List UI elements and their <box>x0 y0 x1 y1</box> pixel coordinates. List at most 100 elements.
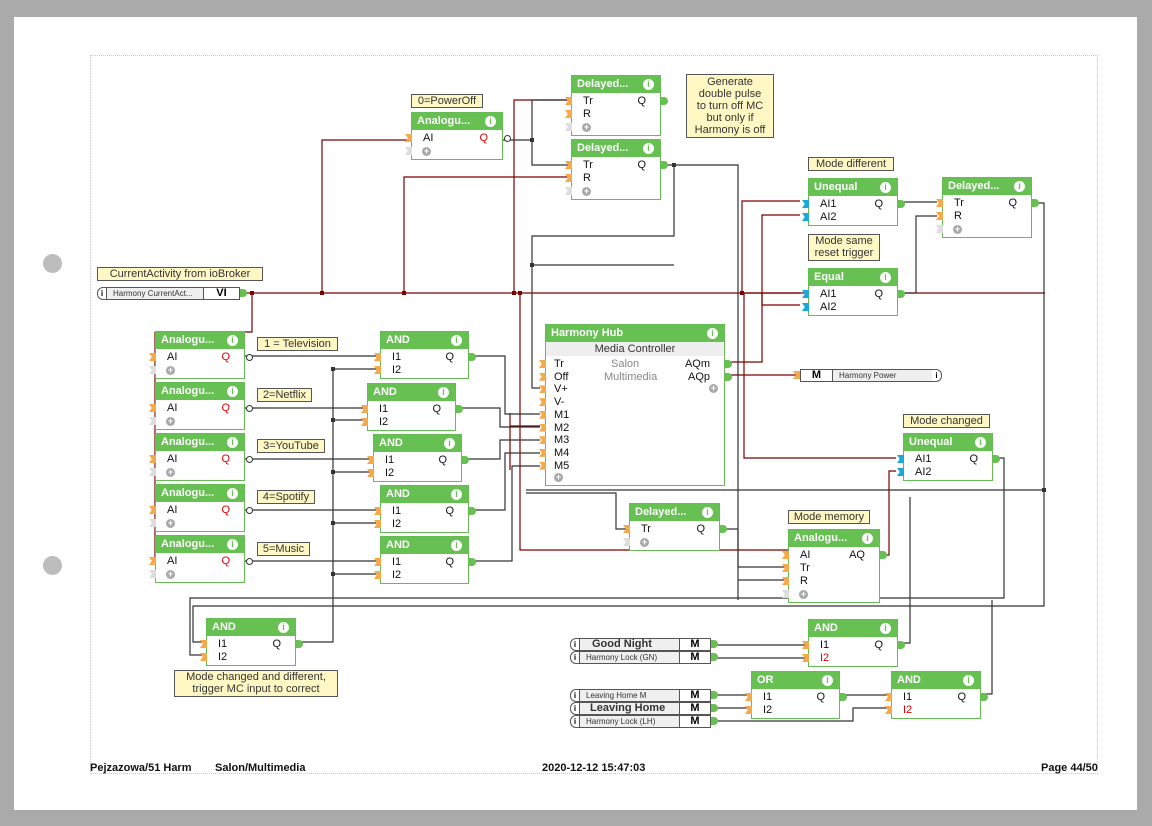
input-pin[interactable] <box>361 405 368 413</box>
add-input-pin[interactable] <box>782 590 789 598</box>
input-pin[interactable] <box>149 455 156 463</box>
output-pin[interactable] <box>725 373 732 381</box>
add-input-icon[interactable]: + <box>582 186 591 196</box>
add-input-pin[interactable] <box>149 519 156 527</box>
add-input-pin[interactable] <box>149 570 156 578</box>
add-input-pin[interactable] <box>565 123 572 131</box>
add-input-icon[interactable]: + <box>640 537 649 547</box>
output-pin[interactable] <box>246 558 253 565</box>
input-pin[interactable] <box>539 423 546 432</box>
info-icon[interactable]: i <box>97 287 107 300</box>
info-icon[interactable]: i <box>444 438 455 449</box>
output-pin[interactable] <box>456 405 463 413</box>
info-icon[interactable]: i <box>227 488 238 499</box>
output-pin[interactable] <box>296 640 303 648</box>
info-icon[interactable]: i <box>975 437 986 448</box>
info-icon[interactable]: i <box>570 715 580 728</box>
input-pin[interactable] <box>539 436 546 445</box>
info-icon[interactable]: i <box>485 116 496 127</box>
add-input-icon[interactable]: + <box>166 365 175 375</box>
add-input-pin[interactable] <box>149 468 156 476</box>
input-pin[interactable] <box>374 558 381 566</box>
info-icon[interactable]: i <box>278 622 289 633</box>
input-pin[interactable] <box>802 303 809 311</box>
input-pin[interactable] <box>374 571 381 579</box>
output-pin[interactable] <box>711 691 718 699</box>
input-pin[interactable] <box>149 353 156 361</box>
info-icon[interactable]: i <box>570 702 580 715</box>
output-pin[interactable] <box>898 641 905 649</box>
input-pin[interactable] <box>885 693 892 701</box>
output-pin[interactable] <box>840 693 847 701</box>
input-pin[interactable] <box>936 199 943 207</box>
output-pin[interactable] <box>246 507 253 514</box>
output-pin[interactable] <box>711 640 718 648</box>
input-pin[interactable] <box>539 398 546 407</box>
input-pin[interactable] <box>793 371 800 379</box>
add-input-icon[interactable]: + <box>554 472 563 482</box>
input-pin[interactable] <box>374 353 381 361</box>
add-input-pin[interactable] <box>149 366 156 374</box>
add-input-pin[interactable] <box>149 417 156 425</box>
add-input-pin[interactable] <box>405 147 412 155</box>
input-pin[interactable] <box>802 213 809 221</box>
add-output-icon[interactable]: + <box>709 383 718 393</box>
input-pin[interactable] <box>565 174 572 182</box>
add-input-icon[interactable]: + <box>166 518 175 528</box>
output-harmony-power[interactable]: M Harmony Power i <box>793 369 942 382</box>
info-icon[interactable]: i <box>451 540 462 551</box>
add-input-pin[interactable] <box>623 538 630 546</box>
info-icon[interactable]: i <box>227 335 238 346</box>
input-pin[interactable] <box>361 418 368 426</box>
output-pin[interactable] <box>993 455 1000 463</box>
output-pin[interactable] <box>246 456 253 463</box>
output-pin[interactable] <box>469 558 476 566</box>
input-pin[interactable] <box>885 706 892 714</box>
info-icon[interactable]: i <box>451 335 462 346</box>
add-input-icon[interactable]: + <box>166 467 175 477</box>
input-pin[interactable] <box>802 200 809 208</box>
input-good-night[interactable]: i Good Night M <box>570 638 718 651</box>
input-harmony-lock-gn[interactable]: i Harmony Lock (GN) M <box>570 651 718 664</box>
info-icon[interactable]: i <box>822 675 833 686</box>
input-pin[interactable] <box>374 366 381 374</box>
input-pin[interactable] <box>802 654 809 662</box>
output-pin[interactable] <box>240 289 247 297</box>
info-icon[interactable]: i <box>1014 181 1025 192</box>
info-icon[interactable]: i <box>880 623 891 634</box>
add-input-icon[interactable]: + <box>799 589 808 599</box>
info-icon[interactable]: i <box>707 328 718 339</box>
info-icon[interactable]: i <box>643 143 654 154</box>
output-pin[interactable] <box>469 507 476 515</box>
input-pin[interactable] <box>897 455 904 463</box>
info-icon[interactable]: i <box>643 79 654 90</box>
add-input-icon[interactable]: + <box>582 122 591 132</box>
output-pin[interactable] <box>661 161 668 169</box>
input-pin[interactable] <box>539 461 546 470</box>
output-pin[interactable] <box>469 353 476 361</box>
output-pin[interactable] <box>1032 199 1039 207</box>
input-pin[interactable] <box>539 385 546 394</box>
output-pin[interactable] <box>462 456 469 464</box>
input-pin[interactable] <box>802 290 809 298</box>
info-icon[interactable]: i <box>932 369 942 382</box>
input-harmony-lock-lh[interactable]: i Harmony Lock (LH) M <box>570 715 718 728</box>
input-leaving-home-m[interactable]: i Leaving Home M M <box>570 689 718 702</box>
info-icon[interactable]: i <box>451 489 462 500</box>
